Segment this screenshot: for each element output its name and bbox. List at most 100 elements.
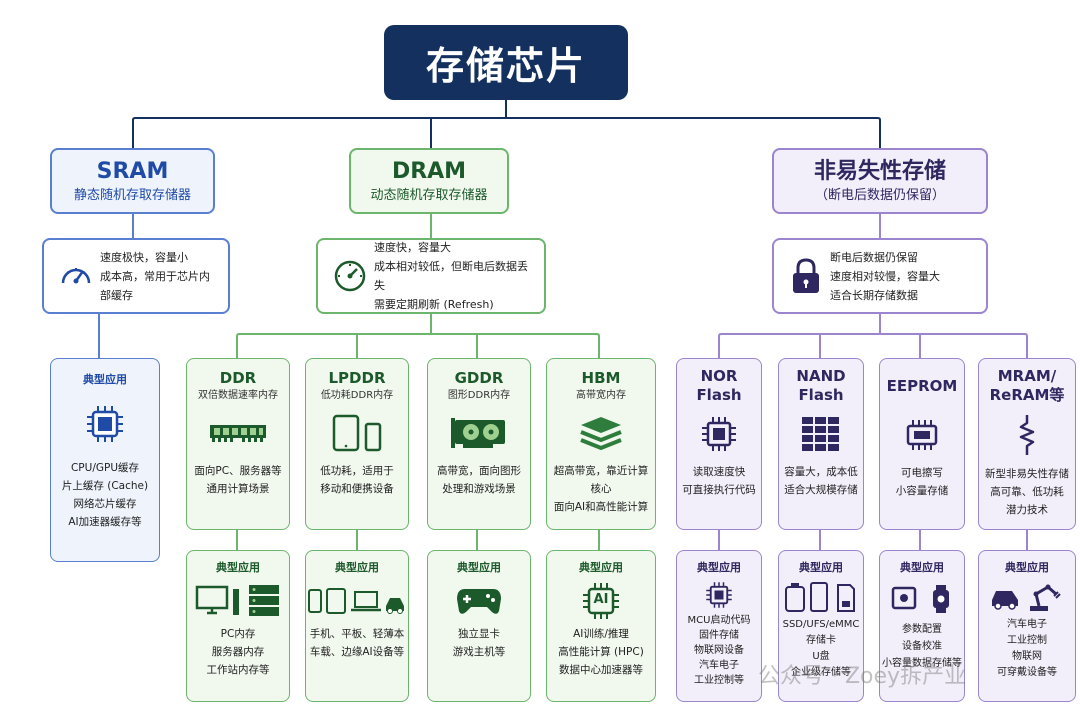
nvm-feature-line: 速度相对较慢，容量大 xyxy=(830,269,940,283)
chip-icon xyxy=(51,389,159,459)
memory-grid-icon xyxy=(779,405,863,463)
mram-reram-apps-heading: 典型应用 xyxy=(1005,561,1049,574)
hbm-app-item: 数据中心加速器等 xyxy=(559,664,643,676)
car-robot-arm-icon xyxy=(979,577,1075,617)
dram-feature-line: 速度快，容量大 xyxy=(374,241,451,254)
nand-flash-card: NAND Flash 容量大，成本低 适合大规模存储 xyxy=(778,358,864,530)
eeprom-title: EEPROM xyxy=(886,377,958,395)
lpddr-card: LPDDR 低功耗DDR内存 低功耗，适用于 移动和便携设备 xyxy=(305,358,409,530)
page-title: 存储芯片 xyxy=(425,44,586,88)
hbm-title: HBM xyxy=(581,369,621,387)
ai-chip-icon: AI xyxy=(547,577,655,625)
dram-feature-box: 速度快，容量大 成本相对较低，但断电后数据丢失 需要定期刷新 (Refresh) xyxy=(316,238,546,314)
nor-flash-apps-heading: 典型应用 xyxy=(697,561,741,574)
speedometer-icon xyxy=(52,258,100,294)
hbm-desc-line: 面向AI和高性能计算 xyxy=(553,501,649,513)
nand-flash-app-item: U盘 xyxy=(812,651,830,662)
nor-flash-app-item: 物联网设备 xyxy=(694,645,744,656)
hbm-desc-line: 超高带宽，靠近计算核心 xyxy=(553,465,649,495)
mram-reram-app-item: 工业控制 xyxy=(1007,635,1047,646)
nor-flash-app-item: 工业控制等 xyxy=(694,675,744,686)
nor-flash-apps-card: 典型应用 MCU启动代码 固件存储 物联网设备 汽车电子 工业控制等 xyxy=(676,550,762,702)
chip-icon xyxy=(677,405,761,463)
sram-app-item: 网络芯片缓存 xyxy=(73,498,137,510)
nor-flash-app-item: MCU启动代码 xyxy=(687,615,751,626)
device-watch-icon xyxy=(880,577,964,621)
gddr-desc-line: 高带宽，面向图形 xyxy=(437,465,521,477)
nvm-title: 非易失性存储 xyxy=(813,159,946,184)
mobile-devices-icon xyxy=(306,577,408,625)
hbm-subtitle: 高带宽内存 xyxy=(576,390,626,401)
ddr-subtitle: 双倍数据速率内存 xyxy=(198,390,278,401)
sram-feature-box: 速度极快，容量小 成本高，常用于芯片内部缓存 xyxy=(42,238,230,314)
storage-devices-icon xyxy=(779,577,863,617)
graphics-card-icon xyxy=(428,404,530,462)
hbm-app-item: AI训练/推理 xyxy=(573,628,629,640)
dram-feature-line: 需要定期刷新 (Refresh) xyxy=(374,298,494,311)
eeprom-desc-line: 可电擦写 xyxy=(901,467,943,479)
mram-reram-app-item: 可穿戴设备等 xyxy=(997,667,1057,678)
gddr-card: GDDR 图形DDR内存 高带宽，面向图形 处理和游戏场景 xyxy=(427,358,531,530)
nvm-feature-line: 适合长期存储数据 xyxy=(830,288,918,302)
mram-reram-desc-line: 高可靠、低功耗 xyxy=(990,486,1064,498)
ddr-apps-card: 典型应用 PC内存 服务器内存 工作站内存等 xyxy=(186,550,290,702)
nand-flash-desc-line: 适合大规模存储 xyxy=(784,484,858,496)
sram-feature-line: 速度极快，容量小 xyxy=(100,250,188,264)
gddr-subtitle: 图形DDR内存 xyxy=(447,390,511,401)
sram-apps-card: 典型应用 CPU/GPU缓存 片上缓存 (Cache) 网络芯片缓存 AI加速器… xyxy=(50,358,160,562)
lpddr-desc-line: 移动和便携设备 xyxy=(320,483,394,495)
ai-chip-label: AI xyxy=(593,592,609,607)
gddr-apps-card: 典型应用 独立显卡 游戏主机等 xyxy=(427,550,531,702)
small-chip-icon xyxy=(880,406,964,464)
lpddr-app-item: 车载、边缘AI设备等 xyxy=(309,646,405,658)
ddr-desc-line: 通用计算场景 xyxy=(206,483,270,495)
nor-flash-desc-line: 读取速度快 xyxy=(692,466,746,478)
gddr-title: GDDR xyxy=(454,369,504,387)
dram-subtitle: 动态随机存取存储器 xyxy=(370,188,488,203)
hbm-app-item: 高性能计算 (HPC) xyxy=(558,646,644,658)
tablet-phone-icon xyxy=(306,404,408,462)
mram-reram-app-item: 物联网 xyxy=(1012,651,1042,662)
ddr-title: DDR xyxy=(219,369,257,387)
dram-title: DRAM xyxy=(391,159,467,184)
root-title-box: 存储芯片 xyxy=(384,25,628,100)
nand-flash-title: NAND Flash xyxy=(796,367,846,404)
mram-reram-desc-line: 新型非易失性存储 xyxy=(985,468,1069,480)
nor-flash-desc-line: 可直接执行代码 xyxy=(682,484,756,496)
dram-feature-line: 成本相对较低，但断电后数据丢失 xyxy=(374,260,528,292)
sram-subtitle: 静态随机存取存储器 xyxy=(73,188,191,203)
eeprom-card: EEPROM 可电擦写 小容量存储 xyxy=(879,358,965,530)
lpddr-title: LPDDR xyxy=(328,369,386,387)
lpddr-subtitle: 低功耗DDR内存 xyxy=(320,390,394,401)
mram-reram-card: MRAM/ ReRAM等 新型非易失性存储 高可靠、低功耗 潜力技术 xyxy=(978,358,1076,530)
mram-reram-title: MRAM/ ReRAM等 xyxy=(989,367,1065,404)
ddr-app-item: PC内存 xyxy=(220,628,256,640)
nand-flash-app-item: 企业级存储等 xyxy=(791,667,851,678)
stacked-layers-icon xyxy=(547,404,655,462)
lpddr-app-item: 手机、平板、轻薄本 xyxy=(309,628,405,640)
ddr-desc-line: 面向PC、服务器等 xyxy=(194,465,282,477)
nor-flash-card: NOR Flash 读取速度快 可直接执行代码 xyxy=(676,358,762,530)
mram-reram-app-item: 汽车电子 xyxy=(1007,619,1047,630)
sram-category-box: SRAM 静态随机存取存储器 xyxy=(50,148,215,214)
dram-category-box: DRAM 动态随机存取存储器 xyxy=(349,148,509,214)
eeprom-apps-heading: 典型应用 xyxy=(900,561,944,574)
sram-app-item: 片上缓存 (Cache) xyxy=(61,480,149,492)
gddr-app-item: 游戏主机等 xyxy=(452,646,506,658)
lpddr-desc-line: 低功耗，适用于 xyxy=(320,465,394,477)
lock-icon xyxy=(782,257,830,295)
desktop-server-icon xyxy=(187,577,289,625)
sram-app-item: CPU/GPU缓存 xyxy=(70,462,140,474)
speedometer-icon xyxy=(326,258,374,294)
resistor-icon xyxy=(979,405,1075,465)
ram-module-icon xyxy=(187,404,289,462)
eeprom-app-item: 设备校准 xyxy=(902,641,942,652)
nand-flash-app-item: SSD/UFS/eMMC xyxy=(782,619,860,630)
eeprom-app-item: 小容量数据存储等 xyxy=(882,658,962,669)
nor-flash-title: NOR Flash xyxy=(696,367,742,404)
nvm-category-box: 非易失性存储 （断电后数据仍保留） xyxy=(772,148,988,214)
nor-flash-app-item: 汽车电子 xyxy=(699,660,739,671)
mram-reram-desc-line: 潜力技术 xyxy=(1006,504,1048,516)
eeprom-app-item: 参数配置 xyxy=(902,624,942,635)
